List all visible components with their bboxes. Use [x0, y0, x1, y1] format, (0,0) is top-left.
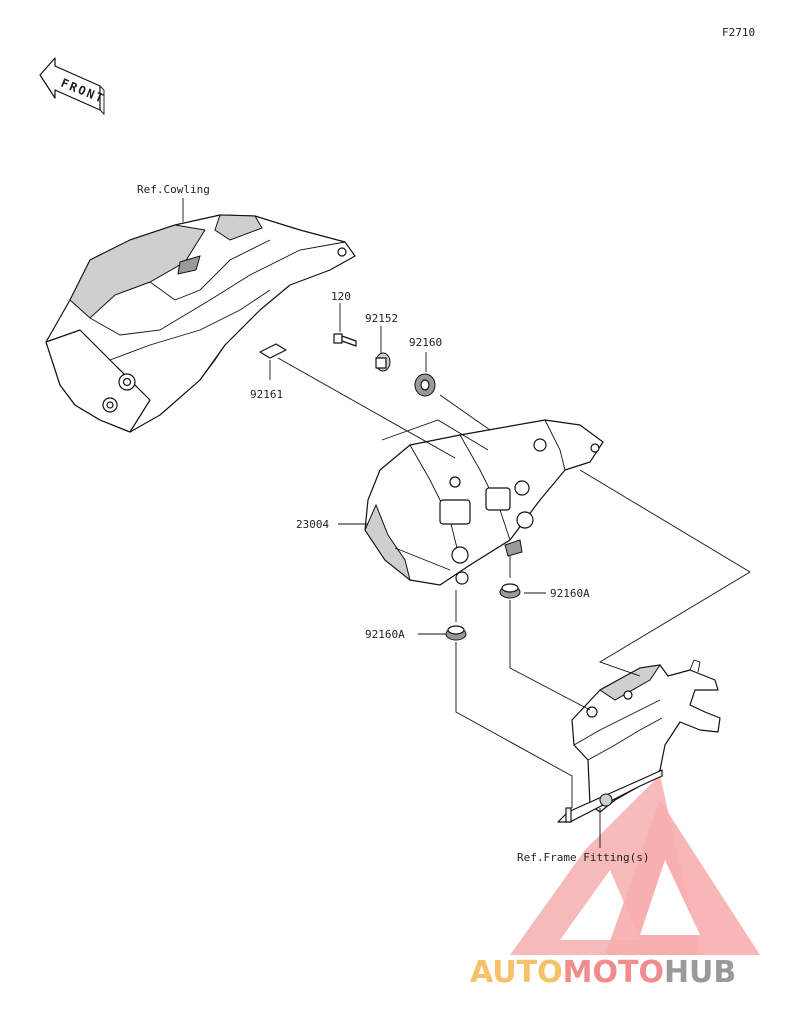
label-pad: 92161 — [250, 388, 283, 401]
grommet-right-part — [499, 583, 521, 599]
label-cowling: Ref.Cowling — [137, 183, 210, 196]
pad-part — [259, 343, 287, 359]
figure-code: F2710 — [722, 26, 755, 39]
watermark-logo-icon — [510, 775, 760, 955]
label-grommet-left: 92160A — [365, 628, 405, 641]
meter-part — [364, 419, 604, 586]
watermark-hub: HUB — [664, 955, 736, 990]
cowling-part — [45, 214, 356, 433]
label-grommet: 92160 — [409, 336, 442, 349]
label-bolt: 120 — [331, 290, 351, 303]
leader-lines — [182, 198, 751, 848]
front-arrow-icon — [39, 57, 105, 116]
label-collar: 92152 — [365, 312, 398, 325]
watermark-auto: AUTO — [470, 955, 563, 990]
grommet-left-part — [445, 625, 467, 641]
label-frame-fitting: Ref.Frame Fitting(s) — [517, 851, 649, 864]
label-grommet-right: 92160A — [550, 587, 590, 600]
frame-fitting-part — [557, 659, 721, 823]
watermark-text: AUTOMOTOHUB — [470, 955, 736, 990]
collar-part — [375, 352, 391, 372]
grommet-part — [414, 373, 436, 397]
bolt-part — [333, 333, 357, 347]
label-meter: 23004 — [296, 518, 329, 531]
watermark-moto: MOTO — [563, 955, 664, 990]
